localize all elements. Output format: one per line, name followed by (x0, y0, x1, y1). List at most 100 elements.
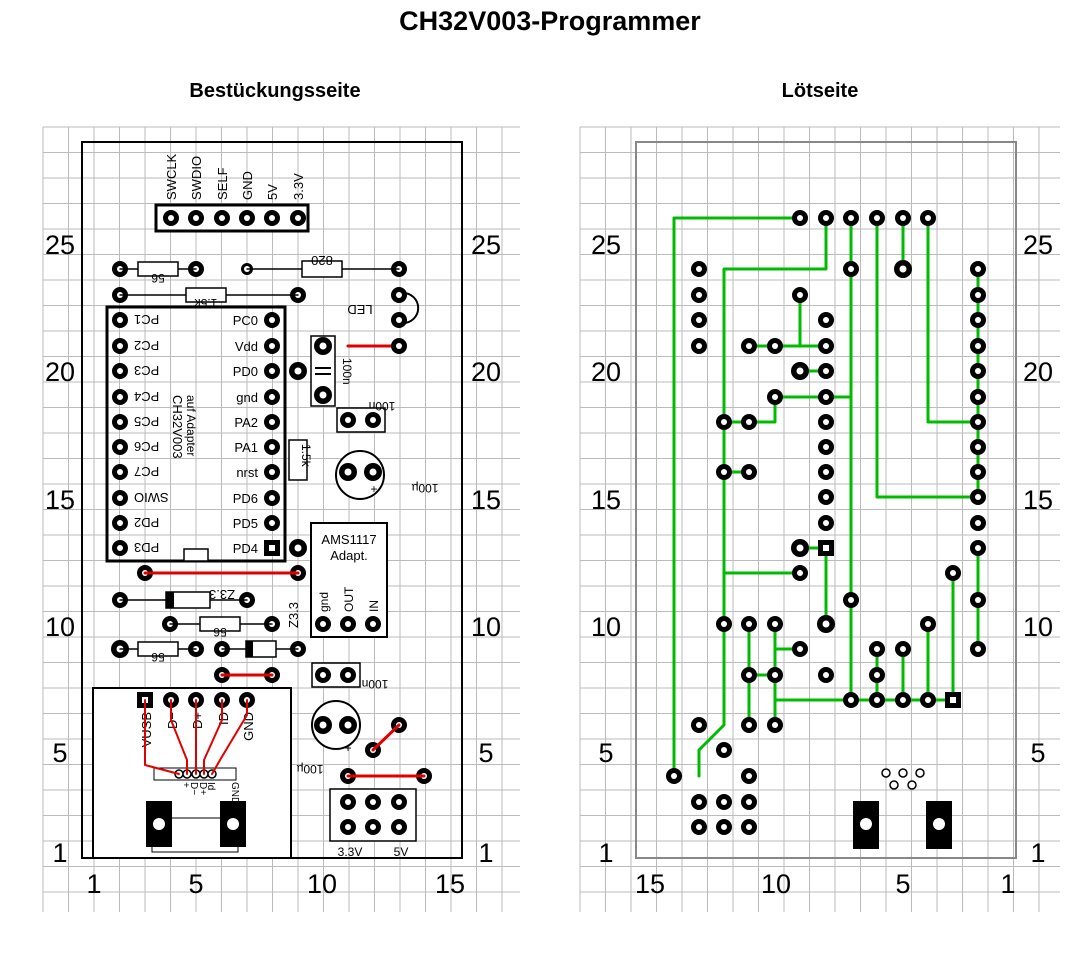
pad-hole (746, 419, 752, 425)
pad-hole (899, 265, 907, 273)
header-pin-label: SWCLK (164, 153, 179, 200)
y-tick-label: 20 (45, 357, 75, 387)
pad-hole (975, 469, 981, 475)
y-tick-label: 25 (1023, 230, 1053, 260)
pad-hole (269, 469, 275, 475)
capacitor-value: 100µ (411, 481, 438, 495)
pad-hole (950, 570, 956, 576)
jumper-label: 5V (394, 845, 409, 859)
ams-pin-label: IN (367, 600, 381, 612)
mcu-caption: auf Adapter (184, 395, 198, 456)
usb-pin-label: D+ (190, 712, 205, 729)
pad-hole (219, 215, 225, 221)
pad-hole (797, 292, 803, 298)
mcu-left-pin-label: SWIO (134, 490, 169, 505)
resistor-value: 56 (151, 271, 165, 285)
pad-hole (823, 545, 829, 551)
usb-pad (907, 780, 917, 790)
pad-hole (117, 343, 123, 349)
pad-hole (950, 697, 956, 703)
pad-hole (797, 215, 803, 221)
pad-hole (874, 215, 880, 221)
y-tick-label: 1 (478, 838, 493, 868)
y-tick-label: 20 (1023, 357, 1053, 387)
pad-hole (975, 317, 981, 323)
pad-hole (721, 824, 727, 830)
polarity-mark: + (344, 741, 351, 755)
pad-hole (320, 621, 326, 627)
y-tick-label: 10 (1023, 612, 1053, 642)
y-tick-label: 1 (52, 838, 67, 868)
y-tick-label: 10 (45, 612, 75, 642)
pad-hole (344, 721, 352, 729)
y-tick-label: 10 (471, 612, 501, 642)
pad-hole (269, 317, 275, 323)
diode-band (166, 592, 174, 608)
pad-hole (696, 722, 702, 728)
pad-hole (696, 799, 702, 805)
pad-hole (975, 494, 981, 500)
pad-hole (396, 292, 402, 298)
usb-pad-label: GND (229, 782, 240, 804)
mcu-right-pin-label: gnd (236, 390, 258, 405)
left-panel-title: Bestückungsseite (189, 80, 361, 102)
pad-hole (396, 824, 402, 830)
pad-hole (345, 672, 351, 678)
pad-hole (975, 520, 981, 526)
resistor-value: 1.5k (194, 296, 218, 310)
pad-hole (823, 494, 829, 500)
pad-hole (345, 417, 351, 423)
pad-hole (269, 495, 275, 501)
pad-hole (117, 545, 123, 551)
pad-hole (721, 621, 727, 627)
resistor-820 (301, 260, 343, 278)
usb-pad (915, 768, 925, 778)
y-tick-label: 20 (471, 357, 501, 387)
pad-hole (345, 824, 351, 830)
usb-pad (889, 780, 899, 790)
usb-pin-label: GND (241, 712, 256, 741)
capacitor-value: 100n (340, 358, 354, 385)
usb-pad (881, 768, 891, 778)
pad-hole (900, 646, 906, 652)
y-tick-label: 15 (471, 485, 501, 515)
pad-hole (117, 444, 123, 450)
polarity-mark: + (370, 482, 377, 496)
pad-hole (772, 394, 778, 400)
resistor-value: 56 (213, 625, 227, 639)
y-tick-label: 25 (45, 230, 75, 260)
y-tick-label: 25 (471, 230, 501, 260)
pad-hole (797, 570, 803, 576)
pad-hole (168, 215, 174, 221)
pad-hole (294, 367, 302, 375)
pad-hole (370, 824, 376, 830)
red-wire (144, 699, 180, 775)
pad-hole (975, 545, 981, 551)
pad-hole (671, 773, 677, 779)
usb-shield-hole (933, 818, 945, 830)
usb-shield-hole (153, 818, 165, 830)
y-tick-label: 5 (478, 738, 493, 768)
pad-hole (925, 215, 931, 221)
zener-label: Z3.3 (209, 587, 235, 602)
mcu-right-pin-label: PC0 (233, 313, 258, 328)
x-tick-label: 5 (895, 869, 910, 899)
x-tick-label: 1 (86, 869, 101, 899)
x-tick-label: 10 (761, 869, 791, 899)
pad-hole (823, 672, 829, 678)
pad-hole (900, 215, 906, 221)
y-tick-label: 1 (1030, 838, 1045, 868)
pad-hole (848, 597, 854, 603)
usb-pad-label: Id (205, 782, 216, 790)
solder-side (666, 210, 986, 849)
y-tick-label: 15 (591, 485, 621, 515)
mcu-left-pin-label: PC4 (134, 389, 159, 404)
pad-hole (117, 394, 123, 400)
trace (926, 216, 980, 424)
pad-hole (319, 342, 327, 350)
resistor-value: 56 (151, 650, 165, 664)
pad-hole (975, 444, 981, 450)
usb-pad-label: + (180, 782, 191, 788)
zener-label: Z3.3 (286, 602, 301, 628)
